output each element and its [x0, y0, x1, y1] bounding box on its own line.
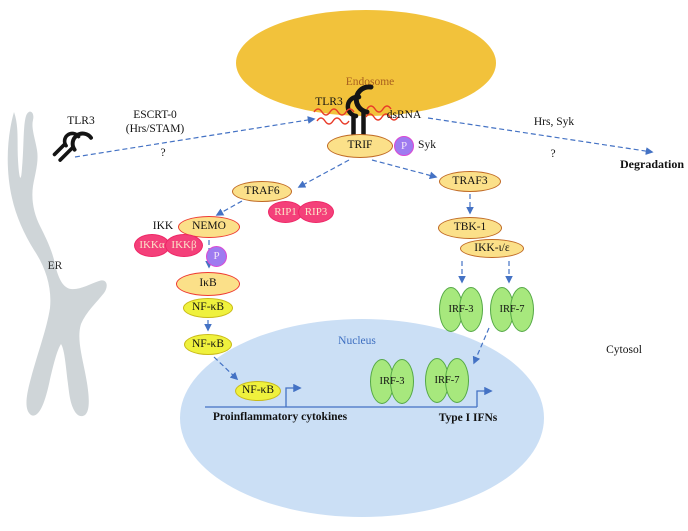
node-rip3: RIP3 [298, 201, 334, 223]
irf3-dimer-nuclear: IRF-3 [370, 359, 414, 404]
endosome-compartment [236, 10, 496, 116]
degradation-label: Degradation [620, 156, 684, 171]
tlr3-receptor-er-icon [52, 131, 93, 162]
syk-label: Syk [418, 139, 436, 152]
er-label: ER [47, 260, 63, 273]
node-nfkb-bound: NF-κB [183, 298, 233, 318]
arrow-nfkb-to-nucleus [213, 356, 239, 381]
irf-subunit [510, 287, 534, 332]
tlr3-endosome-label: TLR3 [315, 96, 343, 109]
irf3-label: IRF-3 [379, 376, 405, 387]
dsrna-label: dsRNA [386, 109, 422, 122]
signal-arrows [74, 116, 654, 381]
arrow-irf7-to-nucleus [472, 327, 490, 365]
node-nfkb-nuclear: NF-κB [235, 381, 281, 401]
type1-ifns-label: Type I IFNs [438, 412, 498, 425]
question-mark-right: ? [550, 148, 556, 161]
escrt-label-line2: (Hrs/STAM) [125, 123, 185, 136]
node-ikb: IκB [176, 272, 240, 296]
ikk-complex-label: IKK [152, 220, 174, 233]
tlr3-er-label: TLR3 [67, 115, 95, 128]
irf7-dimer-cytosol: IRF-7 [490, 287, 534, 332]
irf3-dimer-cytosol: IRF-3 [439, 287, 483, 332]
tlr3-receptor-endosome-icon [345, 84, 374, 142]
question-mark-left: ? [160, 147, 166, 160]
node-nemo: NEMO [178, 216, 240, 238]
node-phospho-ikk: P [206, 246, 227, 267]
irf-subunit [390, 359, 414, 404]
irf3-label: IRF-3 [448, 304, 474, 315]
irf7-label: IRF-7 [499, 304, 525, 315]
nucleus-label: Nucleus [338, 335, 376, 348]
escrt-label-line1: ESCRT-0 [133, 109, 177, 122]
cytosol-label: Cytosol [606, 344, 642, 357]
arrow-trif-to-traf3 [371, 159, 438, 180]
irf7-dimer-nuclear: IRF-7 [425, 358, 469, 403]
node-trif: TRIF [327, 134, 393, 158]
irf-subunit [459, 287, 483, 332]
arrow-endosome-to-degradation [427, 117, 654, 155]
nucleus-compartment [180, 319, 544, 517]
dsrna-icon [313, 105, 399, 125]
node-ikk-iota-epsilon: IKK-ι/ε [460, 239, 524, 258]
promoter-arrow-ifns [476, 386, 493, 407]
promoter-arrow-cytokines [285, 383, 302, 407]
node-nfkb-free: NF-κB [184, 334, 232, 355]
arrow-trif-to-traf6 [297, 159, 350, 188]
er-shape [7, 111, 107, 417]
proinflammatory-cytokines-label: Proinflammatory cytokines [212, 411, 348, 424]
irf7-label: IRF-7 [434, 375, 460, 386]
irf-subunit [445, 358, 469, 403]
node-traf6: TRAF6 [232, 181, 292, 202]
arrow-traf6-to-nemo [215, 200, 243, 216]
node-ikkb: IKKβ [165, 234, 203, 257]
node-tbk1: TBK-1 [438, 217, 502, 239]
arrow-er-to-endosome [74, 116, 316, 158]
endosome-label: Endosome [345, 76, 395, 89]
node-phospho-syk: P [394, 136, 414, 156]
dna-and-promoters [205, 383, 493, 408]
hrs-syk-label: Hrs, Syk [533, 116, 575, 129]
node-traf3: TRAF3 [439, 171, 501, 192]
